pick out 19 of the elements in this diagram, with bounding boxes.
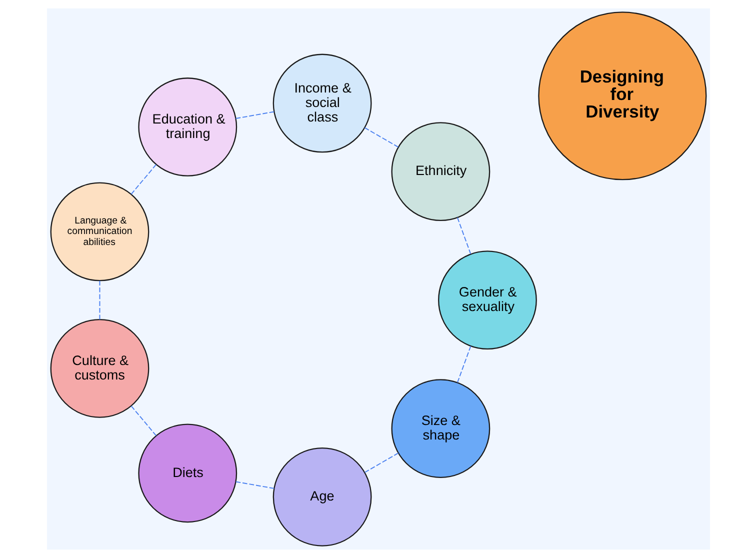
- connector: [130, 164, 156, 195]
- node-circle: Education & training: [138, 78, 237, 176]
- connector: [456, 217, 471, 254]
- connector: [98, 280, 100, 320]
- connector: [364, 127, 398, 148]
- connector: [234, 111, 274, 119]
- connector: [364, 452, 398, 473]
- node-circle: Ethnicity: [390, 122, 490, 222]
- node-circle: Language & communication abilities: [50, 182, 149, 282]
- connector: [130, 406, 156, 436]
- node-circle: Gender & sexuality: [438, 250, 536, 350]
- node-circle: Culture & customs: [50, 319, 149, 418]
- node-circle: Size & shape: [390, 379, 490, 478]
- connector: [235, 481, 274, 489]
- node-circle: Diets: [138, 424, 237, 523]
- node-circle: Income & social class: [272, 54, 372, 153]
- connector: [456, 346, 471, 383]
- node-circle: Age: [272, 448, 372, 546]
- node-circle: Designing for Diversity: [538, 12, 706, 180]
